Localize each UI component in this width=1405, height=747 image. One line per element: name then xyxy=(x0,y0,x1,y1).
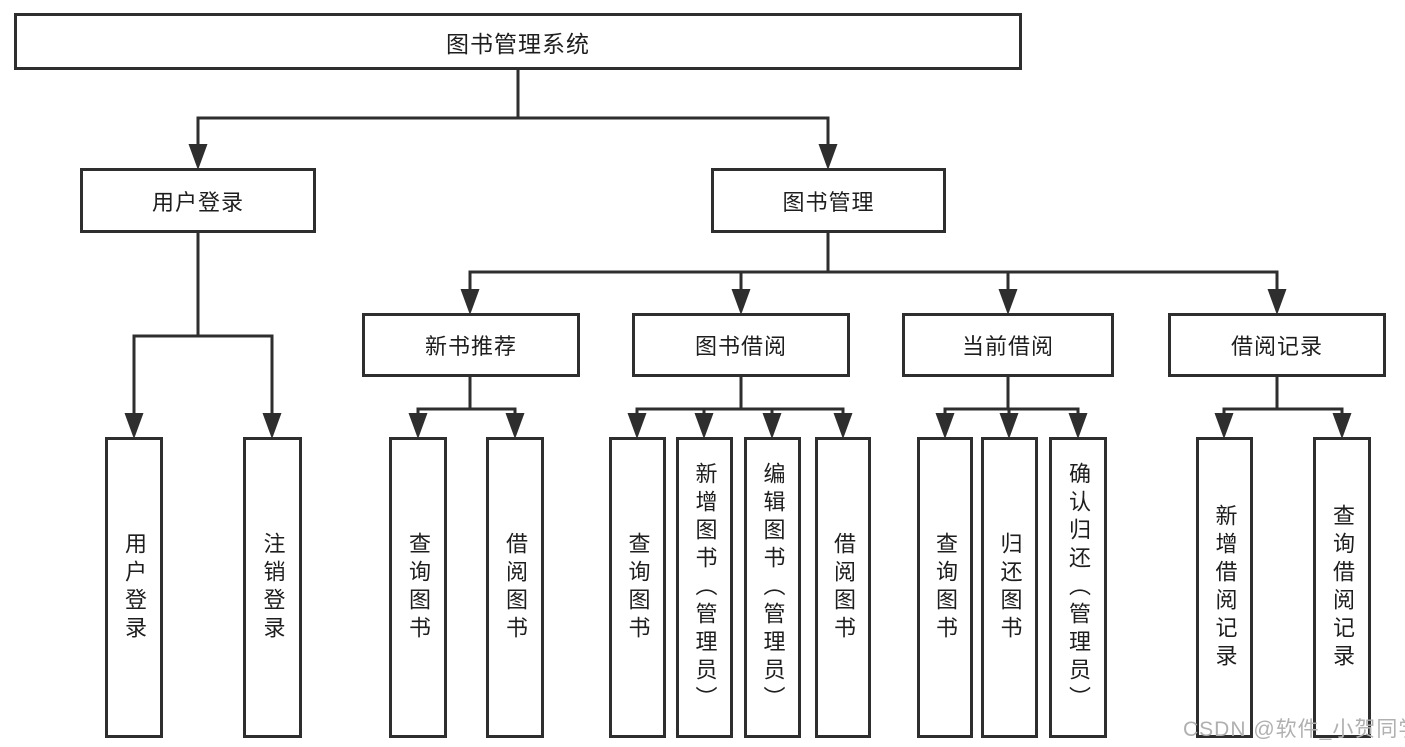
leaf-logout: 注销登录 xyxy=(243,437,302,738)
branch-current xyxy=(935,376,1088,439)
leaf-rec-query-books: 查询图书 xyxy=(389,437,447,738)
leaf-bb-edit-books-admin: 编辑图书（管理员） xyxy=(744,437,801,738)
branch-root xyxy=(188,69,838,170)
node-book-mgmt: 图书管理 xyxy=(711,168,946,233)
leaf-br-add-record: 新增借阅记录 xyxy=(1196,437,1253,738)
leaf-user-login: 用户登录 xyxy=(105,437,163,738)
branch-new-rec xyxy=(408,376,525,439)
node-user-login: 用户登录 xyxy=(80,168,316,233)
watermark: CSDN @软件_小贺同学 xyxy=(1183,718,1405,741)
branch-borrow xyxy=(627,376,853,439)
branch-book-mgmt xyxy=(460,232,1287,315)
leaf-br-query-record: 查询借阅记录 xyxy=(1313,437,1371,738)
node-book-borrow: 图书借阅 xyxy=(632,313,850,377)
node-borrow-records: 借阅记录 xyxy=(1168,313,1386,377)
leaf-bb-add-books-admin: 新增图书（管理员） xyxy=(676,437,733,738)
leaf-cb-confirm-return-admin: 确认归还（管理员） xyxy=(1049,437,1107,738)
leaf-rec-borrow-books: 借阅图书 xyxy=(486,437,544,738)
node-current-borrow: 当前借阅 xyxy=(902,313,1114,377)
branch-records xyxy=(1214,376,1352,439)
branch-user-login xyxy=(124,232,282,439)
leaf-cb-return-books: 归还图书 xyxy=(981,437,1038,738)
node-new-book-rec: 新书推荐 xyxy=(362,313,580,377)
leaf-cb-query-books: 查询图书 xyxy=(917,437,973,738)
leaf-bb-borrow-books: 借阅图书 xyxy=(815,437,871,738)
leaf-bb-query-books: 查询图书 xyxy=(609,437,666,738)
node-root: 图书管理系统 xyxy=(14,13,1022,70)
